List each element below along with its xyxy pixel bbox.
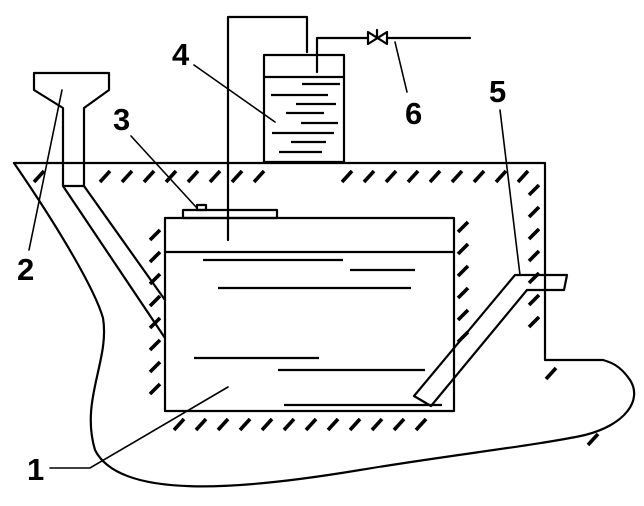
hatch-mark (362, 169, 376, 184)
hatch-mark (148, 382, 162, 396)
outlet-pipe (412, 273, 569, 408)
hatch-mark (406, 169, 420, 184)
hatch-cover (181, 208, 279, 220)
water-tank (262, 53, 346, 164)
hatch-mark (527, 249, 541, 263)
valve-icon (366, 30, 389, 46)
hatch-mark (414, 417, 428, 432)
supply-pipe (315, 36, 472, 74)
pit-outline (12, 161, 636, 488)
hatch-mark (172, 417, 186, 432)
hatch-mark (494, 169, 508, 184)
hatch-mark (142, 169, 156, 184)
hatch-mark (186, 169, 200, 184)
hatch-mark (326, 417, 340, 432)
ground-outline (12, 161, 605, 362)
hatch-mark (32, 169, 46, 184)
hatch-mark (98, 169, 112, 184)
label-2: 2 (17, 252, 34, 287)
hatch-mark (472, 169, 486, 184)
hatch-mark (456, 286, 470, 300)
hatch-mark (148, 250, 162, 264)
hatch-handle (195, 203, 208, 212)
hatch-mark (527, 183, 541, 197)
hatch-mark (238, 417, 252, 432)
label-1: 1 (27, 452, 44, 487)
hatch-mark (527, 205, 541, 219)
inlet-pipe (61, 184, 167, 340)
hatch-mark (194, 417, 208, 432)
hatch-mark (586, 432, 600, 447)
hatch-mark (527, 293, 541, 307)
label-5: 5 (489, 74, 506, 109)
tank-liquid-lines (194, 258, 442, 407)
hatch-mark (456, 308, 470, 322)
hatch-mark (148, 228, 162, 242)
hatch-mark (148, 360, 162, 374)
hatch-mark (216, 417, 230, 432)
hatch-mark (456, 220, 470, 234)
vent-pipe (226, 15, 309, 242)
hatch-mark (450, 169, 464, 184)
hatch-mark (544, 366, 558, 381)
label-3: 3 (113, 102, 130, 137)
hatch-mark (208, 169, 222, 184)
hatch-mark (516, 169, 530, 184)
hatch-mark (304, 417, 318, 432)
hatch-mark (527, 315, 541, 329)
hatch-mark (428, 169, 442, 184)
main-tank (163, 216, 456, 413)
hatch-mark (384, 169, 398, 184)
leader-lines (28, 41, 521, 469)
hatch-mark (148, 338, 162, 352)
hatch-mark (527, 227, 541, 241)
hatch-mark (392, 417, 406, 432)
label-4: 4 (172, 37, 190, 72)
hatch-mark (164, 169, 178, 184)
hatch-mark (456, 264, 470, 278)
hatch-mark (282, 417, 296, 432)
hatch-mark (148, 294, 162, 308)
label-6: 6 (405, 96, 422, 131)
hatch-mark (348, 417, 362, 432)
hatch-mark (456, 242, 470, 256)
hatch-mark (230, 169, 244, 184)
hatch-mark (260, 417, 274, 432)
water-tank-lines (271, 82, 340, 154)
hatch-mark (340, 169, 354, 184)
hatch-mark (370, 417, 384, 432)
hatch-mark (120, 169, 134, 184)
hatch-mark (252, 169, 266, 184)
